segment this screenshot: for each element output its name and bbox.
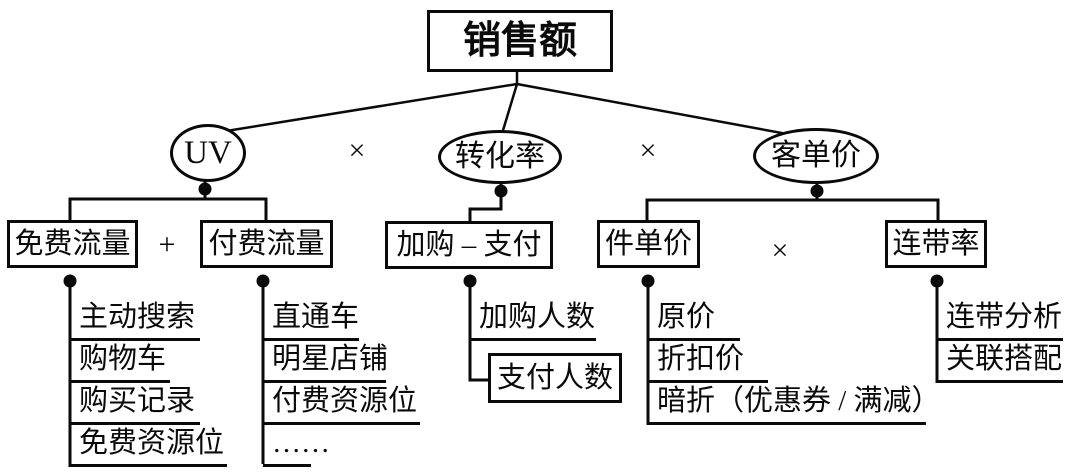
multiply-operator-2: × <box>639 134 657 167</box>
list-item-attach-1: 连带分析 <box>937 296 1063 341</box>
plus-operator: + <box>158 228 176 261</box>
node-attach-rate: 连带率 <box>885 220 987 268</box>
list-item-price-2: 折扣价 <box>648 338 768 383</box>
list-item-free-1: 主动搜索 <box>70 296 200 341</box>
node-sales-total: 销售额 <box>427 10 613 72</box>
uv-bracket-line <box>68 178 268 222</box>
title-fan-lines <box>219 72 799 138</box>
node-paid-traffic: 付费流量 <box>200 220 333 268</box>
list-item-cart-count: 加购人数 <box>470 296 596 341</box>
node-conversion-rate: 转化率 <box>438 130 562 184</box>
node-pay-count: 支付人数 <box>488 353 622 403</box>
list-item-paid-2: 明星店铺 <box>263 338 388 383</box>
list-item-free-3: 购买记录 <box>70 380 200 425</box>
junction-dots <box>63 182 944 288</box>
list-item-free-4: 免费资源位 <box>70 422 227 467</box>
node-uv: UV <box>170 124 246 182</box>
list-item-paid-1: 直通车 <box>263 296 359 341</box>
node-cart-minus-pay: 加购 – 支付 <box>385 221 553 269</box>
list-item-price-1: 原价 <box>648 296 740 341</box>
node-avg-order-value: 客单价 <box>753 128 879 184</box>
multiply-operator-1: × <box>348 134 366 167</box>
list-item-paid-3: 付费资源位 <box>263 380 420 425</box>
multiply-operator-3: × <box>771 234 789 267</box>
list-item-attach-2: 关联搭配 <box>937 338 1063 383</box>
list-spines <box>68 278 939 467</box>
list-item-free-2: 购物车 <box>70 338 170 383</box>
aov-bracket-line <box>645 184 940 222</box>
list-item-price-3: 暗折（优惠券 / 满减） <box>648 380 941 425</box>
node-unit-price: 件单价 <box>597 220 700 268</box>
list-item-paid-4: …… <box>263 422 330 467</box>
node-free-traffic: 免费流量 <box>7 220 138 268</box>
